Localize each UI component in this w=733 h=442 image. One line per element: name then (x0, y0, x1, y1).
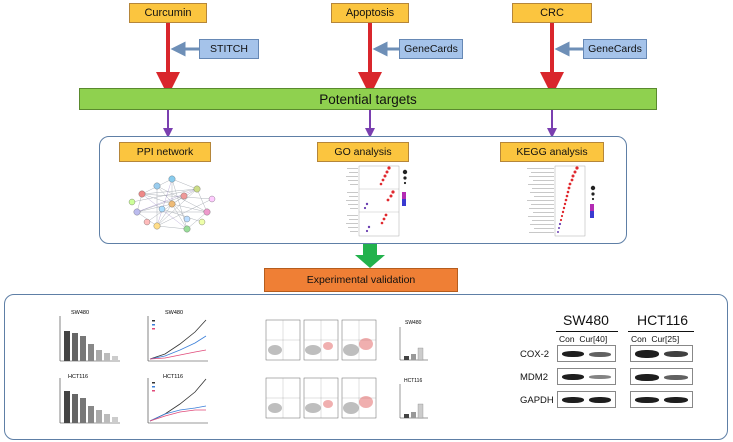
wb-sw480-lanes: Con Cur[40] (559, 334, 608, 344)
crc-box: CRC (512, 3, 592, 23)
flow-chart-d-title: HCT116 (404, 378, 423, 384)
apoptosis-box: Apoptosis (331, 3, 409, 23)
chart-c (147, 316, 208, 362)
viability-charts (59, 316, 208, 424)
genecards-box-2: GeneCards (583, 39, 647, 59)
experimental-validation-label: Experimental validation (306, 274, 416, 286)
wb-label-mdm2: MDM2 (520, 372, 548, 383)
wb-hct116-underline (628, 331, 694, 332)
apoptosis-label: Apoptosis (345, 7, 395, 19)
blot-sw480-mdm2 (557, 368, 616, 385)
chart-b (59, 378, 120, 424)
kegg-dotplot-graphic (527, 165, 596, 237)
chart-d (147, 378, 208, 424)
green-arrow-shaft (363, 243, 377, 256)
ppi-network-box: PPI network (119, 142, 211, 162)
flow-cytometry-plots (265, 319, 428, 419)
go-dotplot-graphic (346, 165, 408, 237)
wb-sw480-underline (556, 331, 618, 332)
wb-label-cox2: COX-2 (520, 349, 550, 360)
chart-b-title: HCT116 (68, 374, 89, 380)
kegg-analysis-box: KEGG analysis (500, 142, 604, 162)
potential-targets-bar: Potential targets (79, 88, 657, 110)
genecards-box-1: GeneCards (399, 39, 463, 59)
wb-hct116-header: HCT116 (637, 312, 689, 328)
ppi-network-label: PPI network (136, 146, 194, 158)
curcumin-box: Curcumin (129, 3, 207, 23)
blot-hct116-gapdh (630, 391, 693, 408)
chart-c-title: SW480 (165, 310, 184, 316)
genecards-label-1: GeneCards (404, 43, 458, 55)
go-analysis-box: GO analysis (317, 142, 409, 162)
curcumin-label: Curcumin (144, 7, 192, 19)
flow-arrows (156, 23, 583, 268)
blot-hct116-mdm2 (630, 368, 693, 385)
wb-sw480-header: SW480 (563, 312, 609, 328)
chart-a-title: SW480 (71, 310, 90, 316)
blot-sw480-cox2 (557, 345, 616, 362)
wb-label-gapdh: GAPDH (520, 395, 554, 406)
chart-a (59, 316, 120, 362)
stitch-label: STITCH (210, 43, 248, 55)
kegg-analysis-label: KEGG analysis (516, 146, 588, 158)
genecards-label-2: GeneCards (588, 43, 642, 55)
stitch-box: STITCH (199, 39, 259, 59)
go-analysis-label: GO analysis (334, 146, 392, 158)
blot-sw480-gapdh (557, 391, 616, 408)
experimental-validation-box: Experimental validation (264, 268, 458, 292)
ppi-network-graphic (128, 175, 216, 233)
crc-label: CRC (540, 7, 564, 19)
green-arrow-head (355, 255, 385, 268)
flow-chart-b-title: SW480 (405, 320, 422, 326)
chart-d-title: HCT116 (163, 374, 184, 380)
blot-hct116-cox2 (630, 345, 693, 362)
potential-targets-label: Potential targets (319, 91, 417, 107)
wb-hct116-lanes: Con Cur[25] (631, 334, 680, 344)
